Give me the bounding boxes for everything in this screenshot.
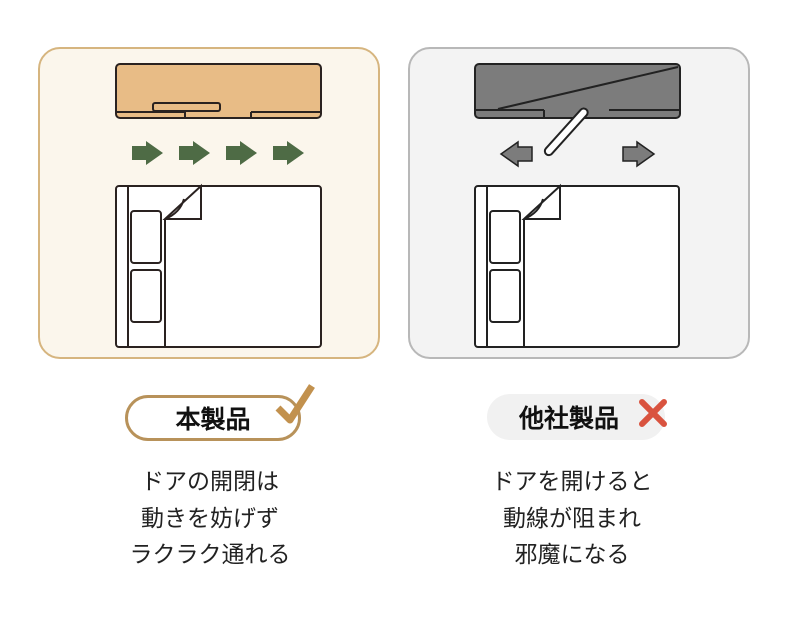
description-line: 動線が阻まれ <box>503 505 641 532</box>
arrow-right-icon <box>226 141 257 165</box>
badge-label: 他社製品 <box>518 404 619 433</box>
other-product-card <box>408 47 750 359</box>
right-arrows <box>132 141 304 165</box>
arrow-right-icon <box>273 141 304 165</box>
description-line: ラクラク通れる <box>129 542 291 568</box>
description-line: ドアの開閉は <box>141 469 279 495</box>
cross-icon <box>639 399 667 427</box>
our-product-card <box>38 47 380 359</box>
our-product-badge: 本製品 <box>125 395 301 441</box>
arrow-right-icon <box>622 140 656 168</box>
sliding-door-unit <box>115 63 322 119</box>
badge-label: 本製品 <box>175 405 251 434</box>
arrow-right-icon <box>132 141 163 165</box>
swing-door-unit <box>474 63 681 157</box>
checkmark-icon <box>275 384 315 424</box>
arrow-left-icon <box>499 140 533 168</box>
other-product-badge: 他社製品 <box>487 394 665 440</box>
other-product-description: ドアを開けると 動線が阻まれ 邪魔になる <box>422 464 722 574</box>
description-line: ドアを開けると <box>491 469 653 495</box>
our-product-description: ドアの開閉は 動きを妨げず ラクラク通れる <box>60 464 360 574</box>
swing-door-illustration <box>474 63 681 348</box>
bed-icon <box>115 183 322 348</box>
description-line: 動きを妨げず <box>141 505 279 532</box>
description-line: 邪魔になる <box>514 542 630 568</box>
bed-icon <box>474 183 680 348</box>
sliding-door-illustration <box>115 63 322 348</box>
arrow-right-icon <box>179 141 210 165</box>
